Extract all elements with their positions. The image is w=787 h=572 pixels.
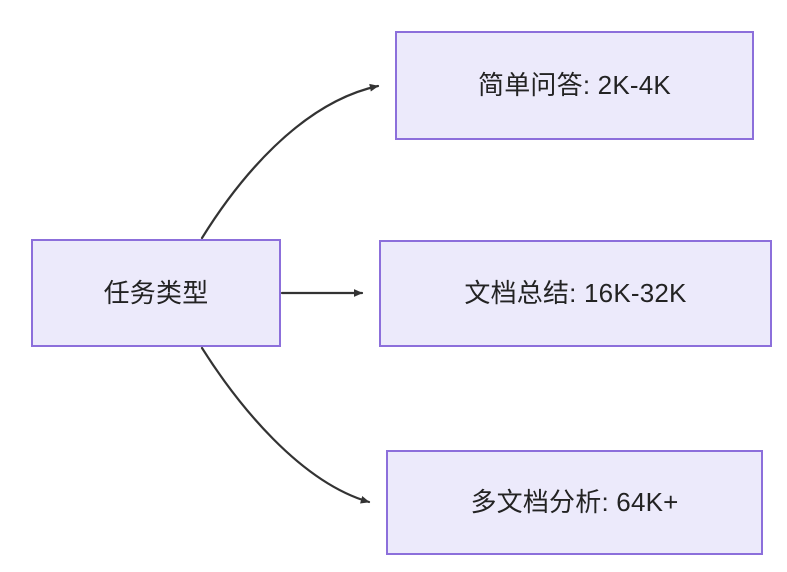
node-multi-doc[interactable]: 多文档分析: 64K+ xyxy=(386,450,763,555)
node-task-type-label: 任务类型 xyxy=(103,277,209,308)
node-task-type[interactable]: 任务类型 xyxy=(31,239,281,347)
node-multi-doc-label: 多文档分析: 64K+ xyxy=(470,487,679,518)
node-doc-summary[interactable]: 文档总结: 16K-32K xyxy=(379,240,772,347)
edge-source-simple-qa xyxy=(200,83,380,240)
node-doc-summary-label: 文档总结: 16K-32K xyxy=(464,278,687,309)
node-simple-qa[interactable]: 简单问答: 2K-4K xyxy=(395,31,754,140)
node-simple-qa-label: 简单问答: 2K-4K xyxy=(478,70,671,101)
edge-source-multi-doc xyxy=(200,346,371,504)
